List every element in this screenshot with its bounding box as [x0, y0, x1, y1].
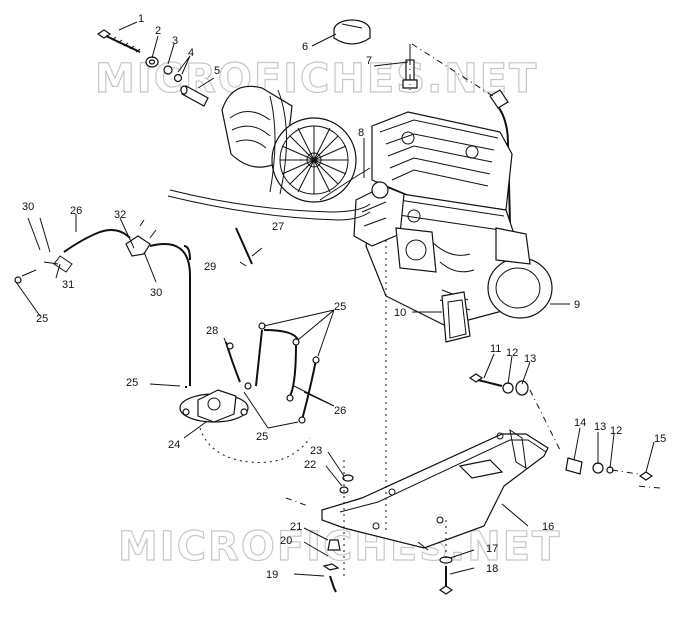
fuel-pump-assembly — [179, 322, 320, 463]
pin-part — [235, 227, 253, 265]
left-line-assembly — [14, 217, 191, 386]
recoil-starter-part — [221, 85, 357, 203]
callout-17: 17 — [486, 543, 498, 555]
cap-part — [333, 19, 371, 45]
callout-8: 8 — [358, 127, 364, 139]
callout-16: 16 — [542, 521, 554, 533]
lower-mount-hardware — [322, 474, 454, 595]
callout-5: 5 — [214, 65, 220, 77]
callout-9: 9 — [574, 299, 580, 311]
callout-29: 29 — [204, 261, 216, 273]
leader-lines — [15, 21, 655, 577]
spacer-part — [180, 85, 209, 107]
callout-18: 18 — [486, 563, 498, 575]
callout-13-lower: 13 — [594, 421, 606, 433]
callout-19: 19 — [266, 569, 278, 581]
callout-25-left: 25 — [36, 313, 48, 325]
callout-27: 27 — [272, 221, 284, 233]
watermark-top: MICROFICHES.NET — [95, 56, 538, 102]
small-washer-part — [173, 73, 183, 83]
throttle-cable-part — [167, 167, 371, 221]
right-mount-hardware — [468, 373, 661, 489]
callout-26-upper: 26 — [70, 205, 82, 217]
heat-shield-part — [441, 291, 471, 343]
callout-25-pump: 25 — [126, 377, 138, 389]
callout-26-lower: 26 — [334, 405, 346, 417]
engine-mount-plate-part — [321, 428, 549, 551]
callout-31: 31 — [62, 279, 74, 291]
callout-28: 28 — [206, 325, 218, 337]
callout-6: 6 — [302, 41, 308, 53]
callout-13-upper: 13 — [524, 353, 536, 365]
callout-14: 14 — [574, 417, 586, 429]
callout-25-lower: 25 — [256, 431, 268, 443]
callout-3: 3 — [172, 35, 178, 47]
callout-21: 21 — [290, 521, 302, 533]
callout-12-lower: 12 — [610, 425, 622, 437]
callout-11: 11 — [490, 343, 501, 355]
callout-30-left: 30 — [22, 201, 34, 213]
callout-30-right: 30 — [150, 287, 162, 299]
callout-15: 15 — [654, 433, 666, 445]
callout-25-right: 25 — [334, 301, 346, 313]
callout-23: 23 — [310, 445, 322, 457]
washer-part — [145, 56, 159, 68]
callout-10: 10 — [394, 307, 406, 319]
callout-7: 7 — [366, 55, 372, 67]
callout-22: 22 — [304, 459, 316, 471]
callout-32: 32 — [114, 209, 126, 221]
callout-4: 4 — [188, 47, 194, 59]
callout-24: 24 — [168, 439, 180, 451]
callout-12-upper: 12 — [506, 347, 518, 359]
lock-washer-part — [163, 65, 173, 75]
callout-2: 2 — [155, 25, 161, 37]
engine-assembly — [353, 111, 553, 327]
callout-1: 1 — [138, 13, 144, 25]
callout-labels: 1 2 3 4 5 6 7 8 9 10 11 12 13 14 13 12 1… — [22, 13, 666, 581]
mount-bolt-part — [96, 29, 141, 53]
callout-20: 20 — [280, 535, 292, 547]
assembly-guide-lines — [285, 43, 497, 580]
